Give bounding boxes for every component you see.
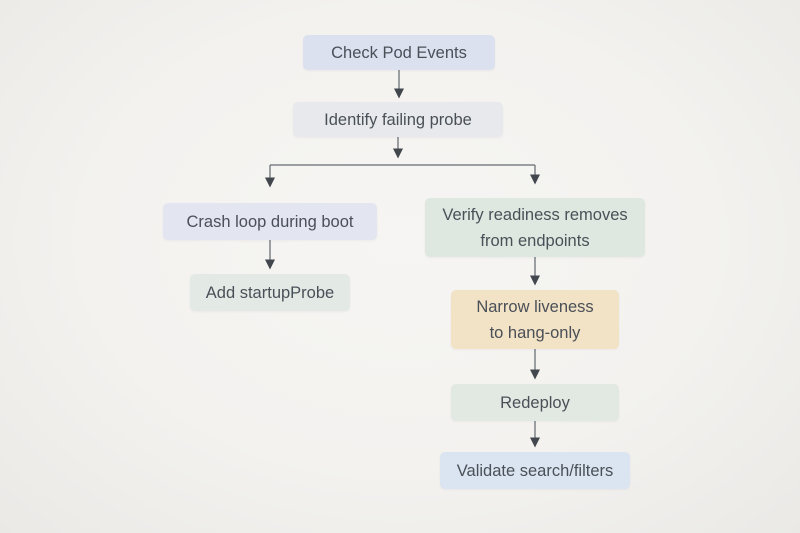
node-label: Validate search/filters	[456, 461, 614, 480]
node-label: Identify failing probe	[324, 110, 472, 129]
node-redeploy: Redeploy	[451, 384, 619, 421]
node-narrow-liveness: Narrow liveness to hang-only	[451, 290, 619, 349]
node-verify-readiness: Verify readiness removes from endpoints	[425, 198, 645, 257]
node-label-line-2: from endpoints	[480, 231, 590, 250]
node-label: Crash loop during boot	[186, 212, 354, 231]
node-identify-failing-probe: Identify failing probe	[293, 102, 503, 137]
node-label: Add startupProbe	[205, 283, 335, 302]
node-label-line-1: Narrow liveness	[476, 297, 594, 316]
node-label: Check Pod Events	[331, 43, 467, 62]
node-label-line-1: Verify readiness removes	[442, 205, 628, 224]
node-crash-loop-during-boot: Crash loop during boot	[163, 203, 377, 240]
node-add-startupprobe: Add startupProbe	[190, 274, 350, 311]
node-check-pod-events: Check Pod Events	[303, 35, 495, 70]
node-validate-search-filters: Validate search/filters	[440, 452, 630, 489]
node-label: Redeploy	[500, 393, 570, 412]
node-label-line-2: to hang-only	[489, 323, 581, 342]
